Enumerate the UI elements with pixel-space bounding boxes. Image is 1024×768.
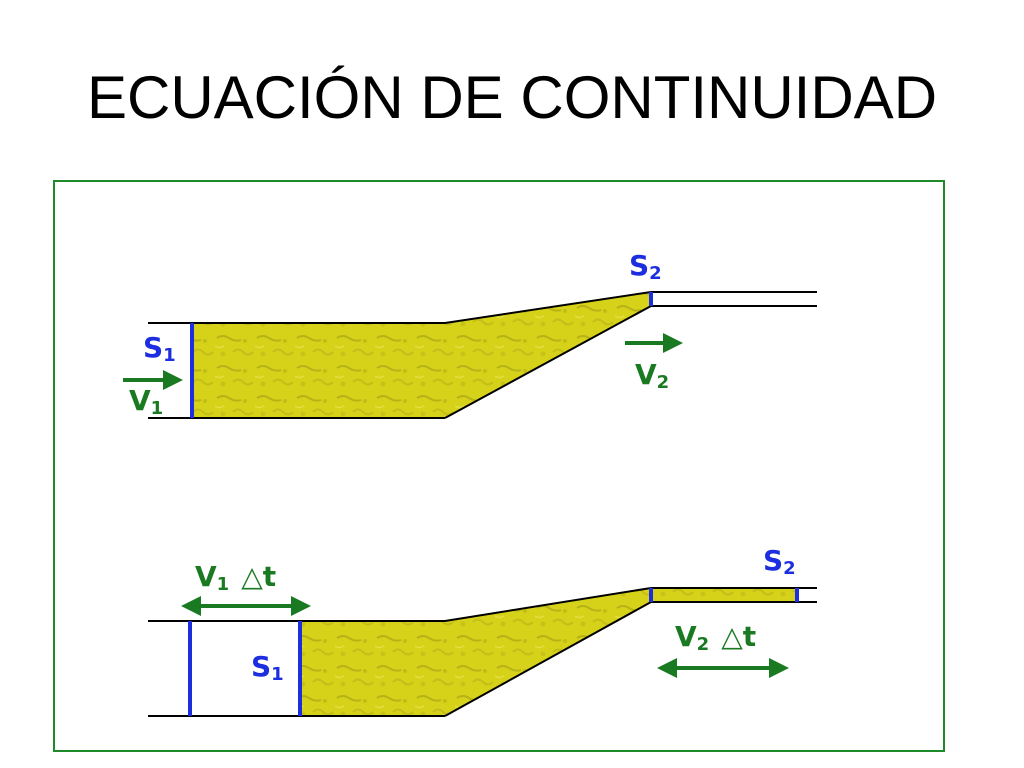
bottom-v2-sub: 2 xyxy=(697,634,710,655)
top-v1-label: V1 xyxy=(129,384,163,419)
bottom-v2-delta: △t xyxy=(721,620,756,653)
top-v2-sub: 2 xyxy=(657,372,670,393)
bottom-taper-wall-upper xyxy=(444,587,652,622)
bottom-taper-wall-lower xyxy=(444,601,652,717)
continuity-diagram: S1 V1 S2 V2 xyxy=(123,249,817,717)
bottom-s2-main: S xyxy=(763,544,783,577)
bottom-v2-dt-label: V2 △t xyxy=(675,620,756,655)
bottom-s2-label: S2 xyxy=(763,544,796,579)
top-v2-label: V2 xyxy=(635,358,669,393)
bottom-v1-delta: △t xyxy=(241,560,276,593)
bottom-fluid-main xyxy=(300,588,651,716)
top-s1-label: S1 xyxy=(143,331,176,366)
top-pipe xyxy=(148,291,817,419)
figure-frame: S1 V1 S2 V2 xyxy=(53,180,945,752)
top-taper-wall-upper xyxy=(444,291,652,324)
bottom-v1-dt-label: V1 △t xyxy=(195,560,276,595)
top-v1-sub: 1 xyxy=(151,398,164,419)
bottom-v2-main: V xyxy=(675,620,697,653)
page-title: ECUACIÓN DE CONTINUIDAD xyxy=(86,64,938,131)
top-fluid xyxy=(192,292,651,418)
top-v2-main: V xyxy=(635,358,657,391)
bottom-v1-sub: 1 xyxy=(217,574,230,595)
top-taper-wall-lower xyxy=(444,305,652,419)
top-s1-sub: 1 xyxy=(163,345,176,366)
bottom-s2-sub: 2 xyxy=(783,558,796,579)
bottom-s1-sub: 1 xyxy=(271,664,284,685)
bottom-s1-main: S xyxy=(251,650,271,683)
bottom-fluid-narrow xyxy=(651,588,797,602)
bottom-pipe xyxy=(148,587,817,717)
top-s1-main: S xyxy=(143,331,163,364)
bottom-s1-label: S1 xyxy=(251,650,284,685)
top-s2-main: S xyxy=(629,249,649,282)
top-v1-main: V xyxy=(129,384,151,417)
bottom-v1-main: V xyxy=(195,560,217,593)
top-s2-sub: 2 xyxy=(649,263,662,284)
top-s2-label: S2 xyxy=(629,249,662,284)
